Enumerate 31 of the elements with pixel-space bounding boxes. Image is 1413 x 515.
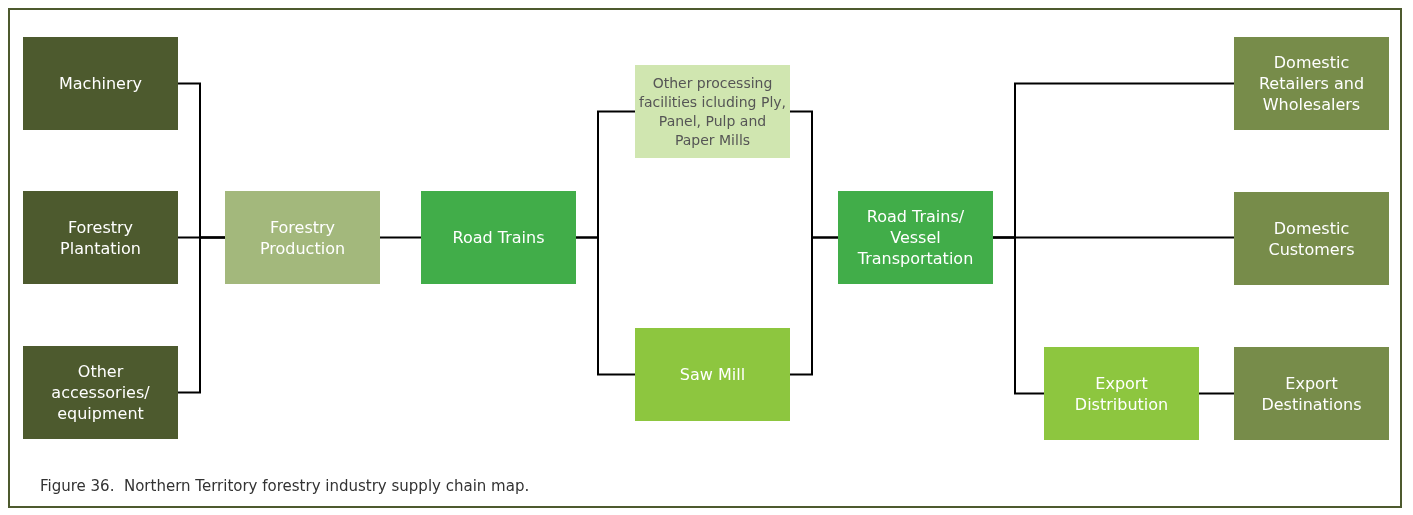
input-box: [23, 191, 178, 284]
node-label: Forestry Production: [258, 216, 347, 259]
market-box: [1234, 37, 1389, 130]
process-box: [635, 65, 790, 158]
node-label: Export Distribution: [1073, 372, 1170, 415]
market-box: [1234, 192, 1389, 285]
connector-line: [1198, 392, 1235, 395]
node-label: Export Destinations: [1260, 372, 1363, 415]
node-label: Road Trains: [452, 227, 545, 248]
input-box: [23, 37, 178, 130]
connector-line: [177, 236, 226, 394]
transport-box: [421, 191, 576, 284]
node-label: Road Trains/ Vessel Transportation: [856, 206, 975, 269]
market-box: [1234, 347, 1389, 440]
node-label: Domestic Retailers and Wholesalers: [1257, 52, 1366, 115]
process-box: [225, 191, 380, 284]
process-box: [1044, 347, 1199, 440]
node-label: Other accessories/ equipment: [50, 361, 151, 424]
connector-line: [379, 236, 422, 239]
node-label: Other processing facilities icluding Ply, Panel, Pulp and Paper Mills: [639, 73, 786, 150]
connector-line: [575, 236, 636, 376]
connector-line: [789, 236, 839, 376]
node-label: Forestry Plantation: [59, 216, 142, 259]
transport-box: [838, 191, 993, 284]
node-label: Saw Mill: [679, 364, 746, 385]
figure-caption: Figure 36. Northern Territory forestry industry supply chain map.: [40, 477, 530, 495]
process-box: [635, 328, 790, 421]
node-label: Domestic Customers: [1267, 217, 1356, 260]
connector-line: [992, 236, 1045, 395]
input-box: [23, 346, 178, 439]
node-label: Machinery: [59, 73, 142, 94]
